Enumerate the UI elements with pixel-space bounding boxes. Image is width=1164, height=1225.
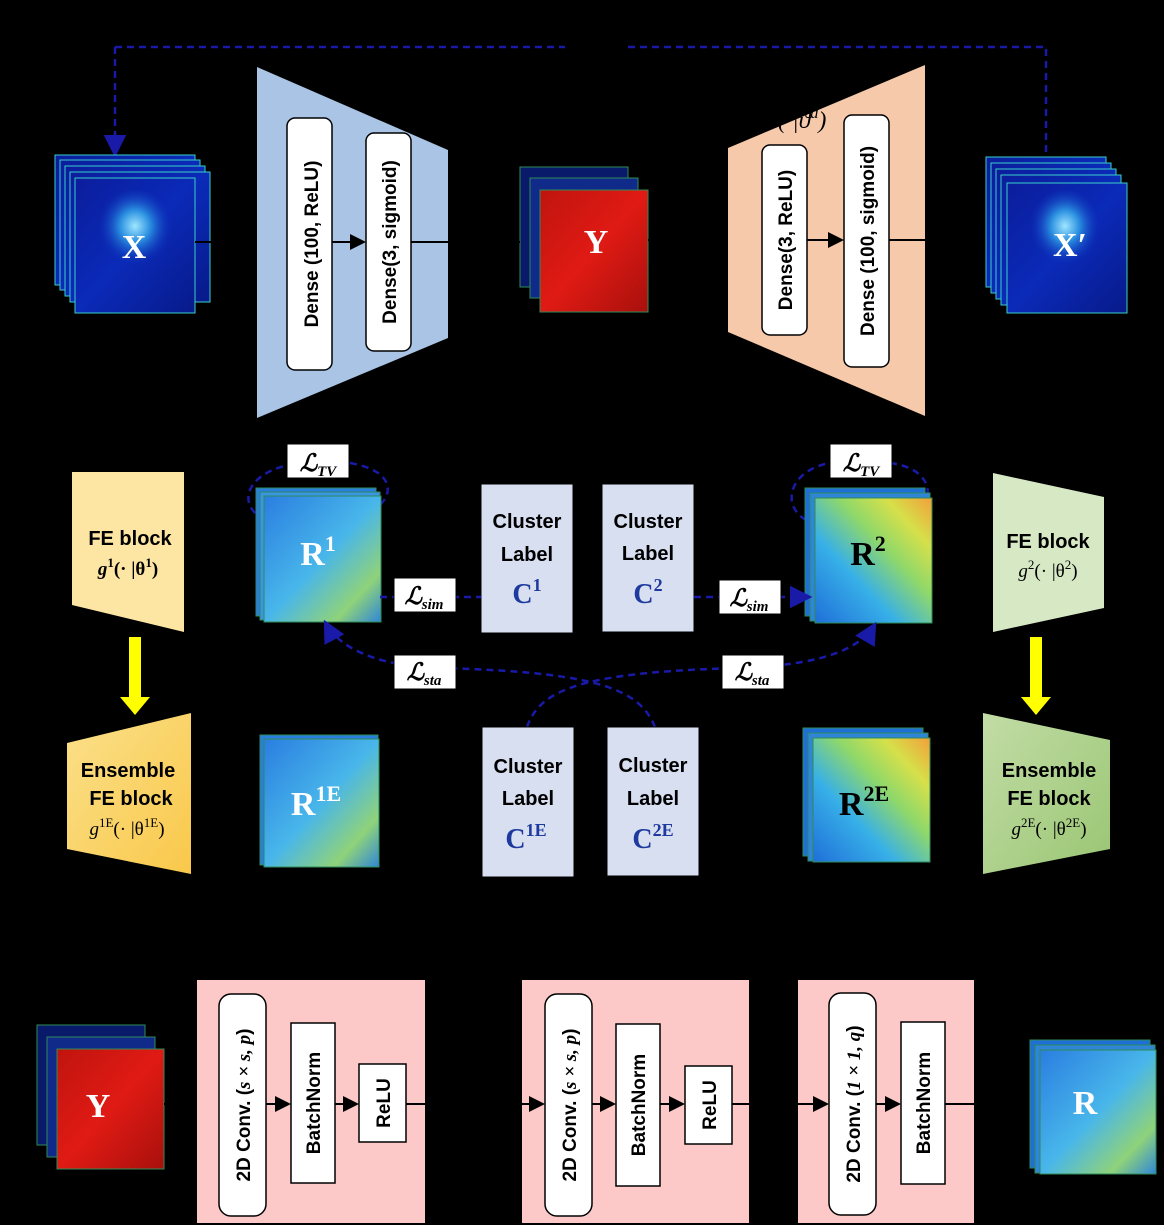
r2e-label: R2E [839, 781, 889, 823]
conv1-label: 2D Conv. (s × s, p) [234, 1029, 255, 1182]
reconstruction-loop [103, 45, 1048, 160]
r-bottom-label: R [1073, 1085, 1098, 1122]
c1-line1: Cluster [493, 511, 562, 533]
c1-symbol: C1 [512, 575, 541, 610]
c2-symbol: C2 [633, 575, 662, 610]
ens2-function: g2E(· |θ2E) [1011, 815, 1086, 840]
batchnorm-layer-1 [290, 1022, 336, 1184]
c1e-line2: Label [502, 788, 554, 810]
ens2-title-line2: FE block [1007, 788, 1091, 810]
fe2-title: FE block [1006, 531, 1090, 553]
conv2-label: 2D Conv. (s × s, p) [560, 1029, 581, 1182]
reconstructed-x-stack: X′ [985, 156, 1128, 314]
tv-loss-left-box [286, 443, 350, 479]
sta-link-right [525, 621, 877, 728]
c2e-symbol: C2E [632, 820, 673, 855]
ens2-title-line1: Ensemble [1002, 760, 1096, 782]
encoder-layer-1-label: Dense (100, ReLU) [302, 161, 323, 328]
fe2-function: g2(· |θ2) [1018, 557, 1077, 582]
fe-block-1: FE block g1(· |θ1) [72, 472, 184, 632]
bn3-label: BatchNorm [914, 1052, 935, 1154]
r2-label: R2 [850, 531, 886, 573]
sta-loss-right: ℒsta [735, 660, 770, 689]
tv-loss-right: ℒTV [843, 451, 881, 480]
cluster-c1: Cluster Label C1 [480, 483, 574, 634]
sta-loss-right-box [721, 654, 785, 690]
sta-link-left [323, 619, 657, 728]
sim-loss-right: ℒsim [730, 586, 769, 615]
cluster-c1e: Cluster Label C1E [481, 726, 575, 878]
encoder-block: f( Dense (100, ReLU) Dense(3, sigmoid) [257, 67, 448, 418]
input-y-stack-bottom: Y [36, 1024, 165, 1170]
c2e-line1: Cluster [619, 755, 688, 777]
conv-block-1: 2D Conv. (s × s, p) BatchNorm ReLU [197, 980, 425, 1223]
batchnorm-layer-3 [900, 1021, 946, 1185]
conv-block-3: 2D Conv. (1 × 1, q) BatchNorm [798, 980, 974, 1223]
sta-loss-left: ℒsta [407, 660, 442, 689]
c1e-line1: Cluster [494, 756, 563, 778]
relu-layer-1 [358, 1063, 407, 1143]
cluster-c2: Cluster Label C2 [601, 483, 695, 633]
r1e-stack: R1E [259, 734, 380, 868]
loop-line-right [628, 45, 1048, 160]
ensemble-fe-block-1: Ensemble FE block g1E(· |θ1E) [67, 713, 191, 874]
ens1-title-line1: Ensemble [81, 760, 175, 782]
latent-y-stack: Y [519, 166, 649, 313]
x-prime-label: X′ [1053, 227, 1087, 264]
tv-loss-right-box [829, 443, 893, 479]
c2-line1: Cluster [614, 511, 683, 533]
decoder-func-label: (·|ϑd) [778, 105, 826, 134]
cluster-c2e: Cluster Label C2E [606, 726, 700, 877]
tv-loop-right-a [790, 461, 831, 522]
relu-layer-2 [684, 1065, 733, 1145]
ens1-title-line2: FE block [89, 788, 173, 810]
decoder-layer-2-label: Dense (100, sigmoid) [858, 146, 879, 336]
relu2-label: ReLU [700, 1080, 721, 1130]
relu1-label: ReLU [374, 1078, 395, 1128]
r1-stack: R1 [255, 487, 382, 623]
c2-line2: Label [622, 543, 674, 565]
fe1-function: g1(· |θ1) [97, 555, 158, 580]
conv-block-2: 2D Conv. (s × s, p) BatchNorm ReLU [522, 980, 749, 1223]
sim-loss-right-box [718, 579, 782, 615]
y-top-label: Y [584, 224, 609, 261]
tv-loss-left: ℒTV [300, 451, 338, 480]
fe1-title: FE block [88, 528, 172, 550]
input-x-stack: X [54, 154, 211, 314]
r1-label: R1 [300, 531, 336, 573]
bn1-label: BatchNorm [304, 1052, 325, 1154]
x-label: X [122, 229, 147, 266]
bn2-label: BatchNorm [629, 1054, 650, 1156]
sim-loss-left: ℒsim [405, 584, 444, 613]
ensemble-fe-block-2: Ensemble FE block g2E(· |θ2E) [983, 713, 1110, 874]
sim-loss-left-box [393, 577, 457, 613]
ensemble-arrows [120, 637, 1051, 715]
y-bottom-label: Y [86, 1088, 111, 1125]
c1-line2: Label [501, 544, 553, 566]
decoder-layer-1-label: Dense(3, ReLU) [776, 170, 797, 310]
sta-loss-left-box [393, 654, 457, 690]
c2e-line2: Label [627, 788, 679, 810]
output-r-stack-bottom: R [1029, 1039, 1157, 1175]
decoder-block: (·|ϑd) Dense(3, ReLU) Dense (100, sigmoi… [728, 65, 925, 416]
r2-stack: R2 [804, 487, 933, 624]
tv-loop-left-b [349, 461, 389, 506]
conv3-label: 2D Conv. (1 × 1, q) [844, 1025, 865, 1182]
c1e-symbol: C1E [505, 820, 546, 855]
dense-100-relu-layer [286, 117, 333, 371]
tv-loop-left-a [247, 461, 301, 522]
r1e-label: R1E [291, 781, 341, 823]
encoder-func-label: f( [340, 69, 357, 98]
encoder-layer-2-label: Dense(3, sigmoid) [380, 160, 401, 324]
fe-block-2: FE block g2(· |θ2) [993, 473, 1104, 632]
ens1-function: g1E(· |θ1E) [89, 815, 164, 840]
r2e-stack: R2E [802, 727, 931, 863]
